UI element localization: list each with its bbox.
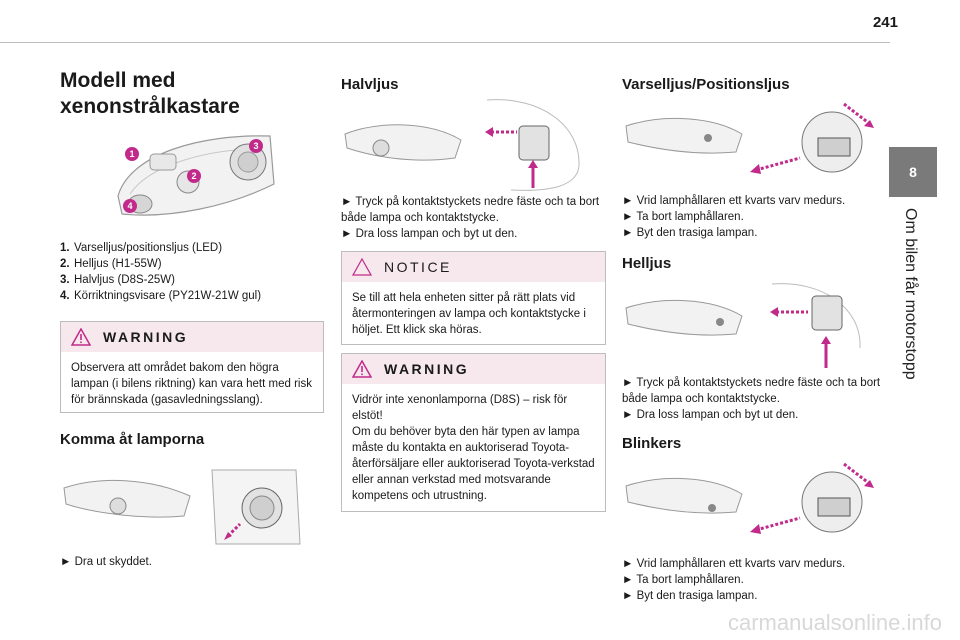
- access-heading: Komma åt lamporna: [60, 431, 205, 448]
- callout-3: 3: [253, 141, 258, 151]
- access-illustration: [63, 469, 301, 545]
- legend-item: 1.Varselljus/positionsljus (LED): [60, 242, 223, 254]
- indicator-heading: Blinkers: [622, 435, 682, 452]
- warning-box: WARNING Observera att området bakom den …: [60, 321, 324, 413]
- warning-label: WARNING: [103, 329, 189, 345]
- step: ► Dra loss lampan och byt ut den.: [622, 409, 799, 421]
- headlamp-diagram: 1 2 3 4: [117, 135, 275, 216]
- low-beam-illustration: [344, 99, 580, 191]
- section-title: Modell med xenonstrålkastare: [60, 69, 240, 118]
- high-beam-heading: Helljus: [622, 255, 672, 272]
- chapter-tab[interactable]: 8: [889, 147, 937, 197]
- watermark: carmanualsonline.info: [727, 610, 942, 635]
- notice-box: NOTICE Se till att hela enheten sitter p…: [341, 251, 606, 345]
- callout-4: 4: [127, 201, 132, 211]
- high-beam-steps: ► Tryck på kontaktstyckets nedre fäste o…: [622, 375, 887, 423]
- position-light-steps: ► Vrid lamphållaren ett kvarts varv medu…: [622, 193, 887, 241]
- warning-box-xenon: WARNING Vidrör inte xenonlamporna (D8S) …: [341, 353, 606, 512]
- position-light-heading: Varselljus/Positionsljus: [622, 76, 790, 93]
- low-beam-steps: ► Tryck på kontaktstyckets nedre fäste o…: [341, 194, 606, 242]
- warning-icon: [71, 328, 91, 346]
- indicator-steps: ► Vrid lamphållaren ett kvarts varv medu…: [622, 556, 887, 604]
- step: ► Byt den trasiga lampan.: [622, 590, 758, 602]
- legend-item: 3.Halvljus (D8S-25W): [60, 274, 175, 286]
- notice-label: NOTICE: [384, 259, 452, 275]
- warning-label: WARNING: [384, 361, 470, 377]
- step: ► Dra loss lampan och byt ut den.: [341, 228, 518, 240]
- chapter-title: Om bilen får motorstopp: [895, 208, 925, 488]
- notice-text: Se till att hela enheten sitter på rätt …: [352, 292, 586, 336]
- step: ► Vrid lamphållaren ett kvarts varv medu…: [622, 558, 846, 570]
- callout-2: 2: [191, 171, 196, 181]
- step: ► Tryck på kontaktstyckets nedre fäste o…: [341, 196, 600, 224]
- indicator-illustration: [625, 462, 874, 534]
- warning-text: Observera att området bakom den högra la…: [71, 362, 312, 406]
- notice-icon: [352, 258, 372, 276]
- access-step: ► Dra ut skyddet.: [60, 556, 152, 568]
- chapter-title-text: Om bilen får motorstopp: [902, 208, 919, 380]
- high-beam-illustration: [625, 283, 861, 368]
- bulb-legend: 1.Varselljus/positionsljus (LED) 2.Hellj…: [60, 240, 261, 304]
- callout-1: 1: [129, 149, 134, 159]
- warning-icon: [352, 360, 372, 378]
- step: ► Tryck på kontaktstyckets nedre fäste o…: [622, 377, 881, 405]
- legend-item: 2.Helljus (H1-55W): [60, 258, 162, 270]
- page-number: 241: [872, 14, 898, 31]
- step: ► Ta bort lamphållaren.: [622, 574, 744, 586]
- warning-text: Vidrör inte xenonlamporna (D8S) – risk f…: [352, 394, 595, 502]
- low-beam-heading: Halvljus: [341, 76, 399, 93]
- step: ► Ta bort lamphållaren.: [622, 211, 744, 223]
- legend-item: 4.Körriktningsvisare (PY21W-21W gul): [60, 290, 262, 302]
- step: ► Vrid lamphållaren ett kvarts varv medu…: [622, 195, 846, 207]
- header-rule: [0, 42, 890, 43]
- position-light-illustration: [625, 102, 874, 174]
- step: ► Byt den trasiga lampan.: [622, 227, 758, 239]
